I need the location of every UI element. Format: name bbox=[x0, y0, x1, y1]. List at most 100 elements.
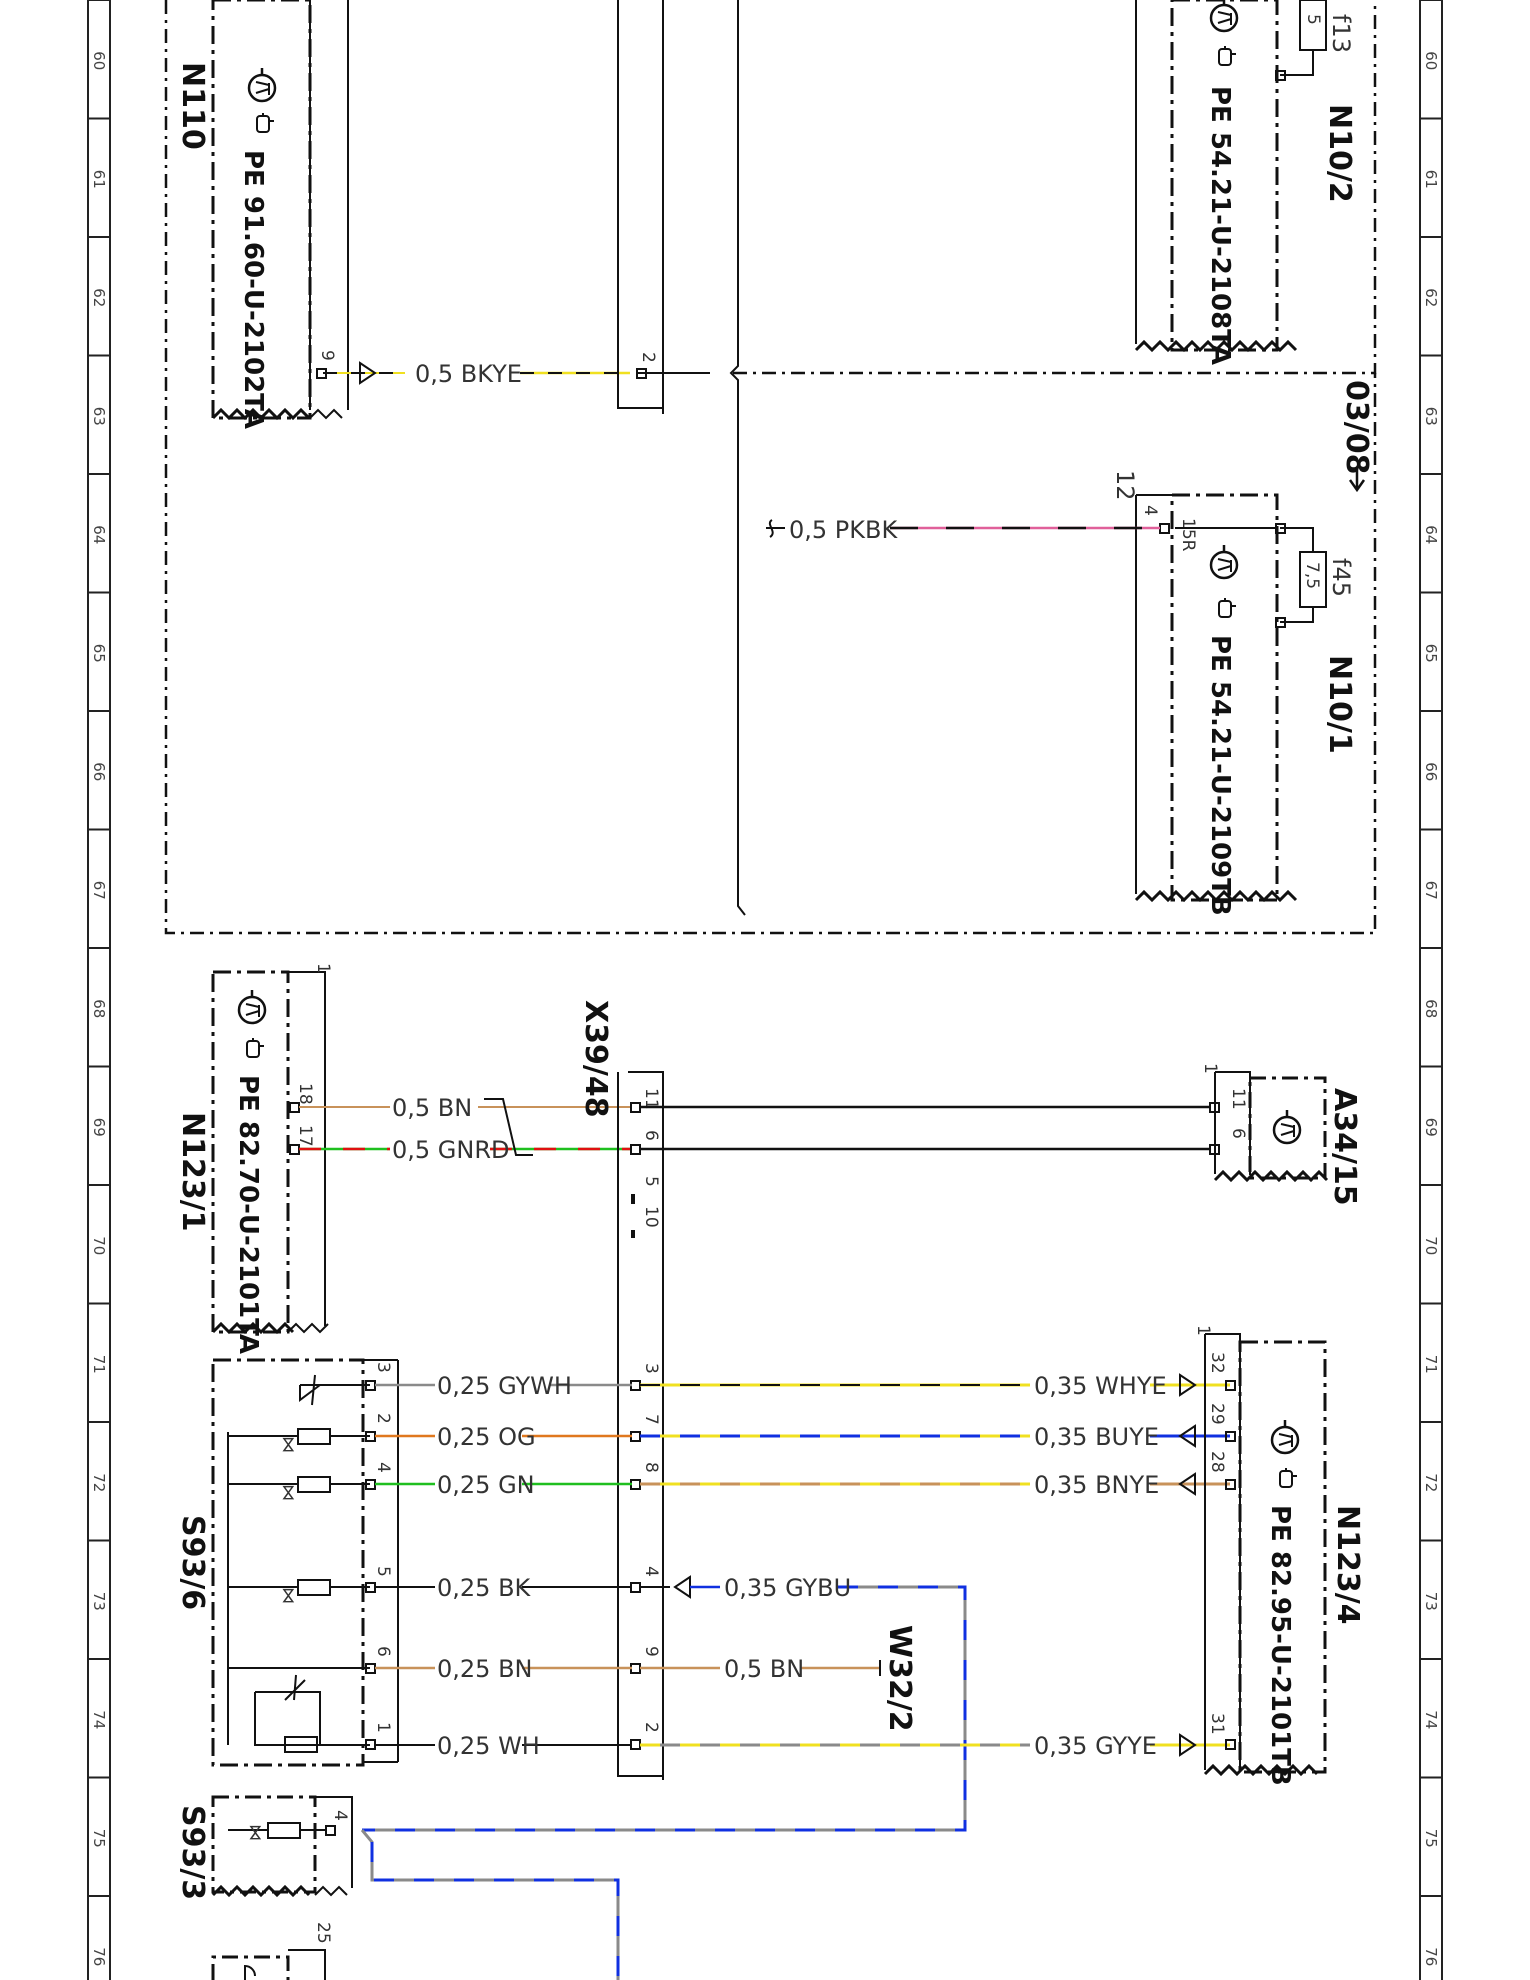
wire-gybu[interactable]: 0,35 GYBU bbox=[362, 1574, 967, 1832]
w32-2-label: W32/2 bbox=[882, 1625, 917, 1732]
wire-gyye[interactable]: 0,35 GYYE bbox=[640, 1732, 1230, 1760]
wire-gn[interactable]: 0,25 GN bbox=[375, 1471, 632, 1499]
enclosure-right-top bbox=[733, 0, 1377, 375]
n123-4-label: N123/4 bbox=[1330, 1505, 1365, 1625]
grid-number: 73 bbox=[1422, 1592, 1440, 1611]
wire-buye[interactable]: 0,35 BUYE bbox=[640, 1423, 1230, 1451]
wire-wh[interactable]: 0,25 WH bbox=[375, 1732, 632, 1760]
frame bbox=[87, 0, 1443, 1980]
wire-bkye[interactable]: 0,5 BKYE bbox=[323, 360, 710, 388]
grid-number: 62 bbox=[1422, 288, 1440, 307]
grid-number: 65 bbox=[1422, 644, 1440, 663]
grid-number: 66 bbox=[90, 762, 108, 781]
s93-3-label: S93/3 bbox=[175, 1805, 210, 1900]
grid-number: 64 bbox=[90, 525, 108, 544]
wire-gnrd[interactable]: 0,5 GNRD bbox=[299, 1136, 632, 1164]
grid-number: 74 bbox=[1422, 1710, 1440, 1729]
wire-whye-label: 0,35 WHYE bbox=[1034, 1372, 1167, 1400]
wire-pkbk[interactable]: 0,5 PKBK bbox=[766, 516, 1160, 544]
wire-bnye-label: 0,35 BNYE bbox=[1034, 1471, 1159, 1499]
pin-label: 8 bbox=[641, 1462, 661, 1473]
grid-number: 61 bbox=[90, 170, 108, 189]
wire-bn-top[interactable]: 0,5 BN bbox=[299, 1094, 632, 1122]
n123-4-pe-ref: PE 82.95-U-2101TB bbox=[1265, 1505, 1295, 1786]
grid-number: 67 bbox=[1422, 881, 1440, 900]
wire-gn-label: 0,25 GN bbox=[437, 1471, 535, 1499]
enclosure-left-top bbox=[164, 0, 1377, 935]
wire-bn-s[interactable]: 0,25 BN bbox=[375, 1655, 632, 1683]
hand-icon bbox=[1218, 597, 1237, 618]
n110-pe-ref: PE 91.60-U-2102TA bbox=[238, 150, 268, 429]
a34-15-module[interactable]: A34/15 1 11 6 bbox=[1200, 1063, 1362, 1206]
pin-label: 6 bbox=[641, 1130, 661, 1141]
wire-pkbk-label: 0,5 PKBK bbox=[789, 516, 898, 544]
wire-gybu-label: 0,35 GYBU bbox=[724, 1574, 851, 1602]
x39-48-label: X39/48 bbox=[578, 1000, 613, 1118]
wire-og-label: 0,25 OG bbox=[437, 1423, 536, 1451]
pin-label: 2 bbox=[641, 1722, 661, 1733]
wire-bnye[interactable]: 0,35 BNYE bbox=[640, 1471, 1230, 1499]
hand-icon bbox=[256, 112, 275, 133]
pin-label: 4 bbox=[373, 1462, 393, 1473]
grid-number: 70 bbox=[90, 1236, 108, 1255]
sensor-icon bbox=[1209, 543, 1239, 580]
sensor-icon bbox=[237, 988, 267, 1025]
pin-label: 2 bbox=[373, 1413, 393, 1424]
pin-label: 31 bbox=[1207, 1713, 1227, 1735]
x39-48-connector[interactable]: X39/48 11 6 5 10 3 7 8 4 9 2 bbox=[578, 1000, 664, 1780]
s93-3-switch[interactable]: ⋈ S93/3 4 bbox=[175, 1795, 620, 1980]
grid-number: 68 bbox=[1422, 999, 1440, 1018]
wire-bn-s-label: 0,25 BN bbox=[437, 1655, 532, 1683]
s93-6-switch-block[interactable]: ⋈ ⋈ ⋈ S93/6 3 2 4 5 6 1 bbox=[175, 1358, 399, 1767]
pin-label: 32 bbox=[1207, 1352, 1227, 1374]
grid-number: 76 bbox=[1422, 1947, 1440, 1966]
grid-number: 60 bbox=[90, 51, 108, 70]
grid-number: 75 bbox=[1422, 1829, 1440, 1848]
wire-bk[interactable]: 0,25 BK bbox=[375, 1574, 632, 1602]
grid-number: 66 bbox=[1422, 762, 1440, 781]
pin-label: 11 bbox=[641, 1088, 661, 1110]
grid-number: 64 bbox=[1422, 525, 1440, 544]
s93-6-label: S93/6 bbox=[175, 1515, 210, 1610]
n10-2-module[interactable]: PE 54.21-U-2108TA N10/2 5 f13 bbox=[1134, 0, 1357, 365]
grid-number: 75 bbox=[90, 1829, 108, 1848]
pin-label: 5 bbox=[641, 1176, 661, 1187]
pin-label: 7 bbox=[641, 1414, 661, 1425]
pin-label: 6 bbox=[373, 1646, 393, 1657]
fuse-name: f45 bbox=[1327, 558, 1355, 597]
pin-label: 5 bbox=[373, 1566, 393, 1577]
pin-label: 1 bbox=[313, 963, 333, 974]
n123-4-module[interactable]: PE 82.95-U-2101TB N123/4 1 32 29 28 31 bbox=[1193, 1325, 1365, 1786]
top-connector: 2 bbox=[617, 0, 664, 414]
led-icon: ⋈ bbox=[245, 1824, 265, 1841]
pin-label: 4 bbox=[1140, 505, 1160, 516]
wire-og[interactable]: 0,25 OG bbox=[375, 1423, 632, 1451]
n10-1-label: N10/1 bbox=[1322, 655, 1357, 754]
wire-gyye-label: 0,35 GYYE bbox=[1034, 1732, 1157, 1760]
n123-1-module[interactable]: PE 82.70-U-2101TA N123/1 1 18 17 bbox=[175, 963, 333, 1354]
wire-bn-w[interactable]: 0,5 BN bbox=[640, 1655, 881, 1683]
n10-2-pe-ref: PE 54.21-U-2108TA bbox=[1205, 86, 1235, 365]
wire-gywh[interactable]: 0,25 GYWH bbox=[375, 1372, 632, 1400]
pin-label: 2 bbox=[638, 352, 658, 363]
n110-module[interactable]: PE 91.60-U-2102TA N110 bbox=[175, 0, 349, 429]
pin-label: 6 bbox=[1228, 1128, 1248, 1139]
wire-wh-label: 0,25 WH bbox=[437, 1732, 540, 1760]
hand-icon bbox=[1279, 1467, 1298, 1488]
n123-1-label: N123/1 bbox=[175, 1112, 210, 1232]
n10-2-label: N10/2 bbox=[1322, 104, 1357, 203]
wire-gnrd-label: 0,5 GNRD bbox=[392, 1136, 510, 1164]
sensor-icon bbox=[247, 66, 277, 103]
grid-number: 63 bbox=[1422, 407, 1440, 426]
n10-1-module[interactable]: PE 54.21-U-2109TB N10/1 7,5 f45 15R bbox=[1134, 493, 1357, 916]
wire-whye[interactable]: 0,35 WHYE bbox=[640, 1372, 1230, 1400]
wire-bn-top-label: 0,5 BN bbox=[392, 1094, 472, 1122]
led-icon: ⋈ bbox=[278, 1436, 298, 1453]
a34-15-label: A34/15 bbox=[1327, 1088, 1362, 1206]
pin-label: 12 bbox=[1111, 470, 1139, 501]
grid-number: 61 bbox=[1422, 170, 1440, 189]
wire-gywh-label: 0,25 GYWH bbox=[437, 1372, 572, 1400]
fuse-f13 bbox=[1299, 0, 1327, 51]
